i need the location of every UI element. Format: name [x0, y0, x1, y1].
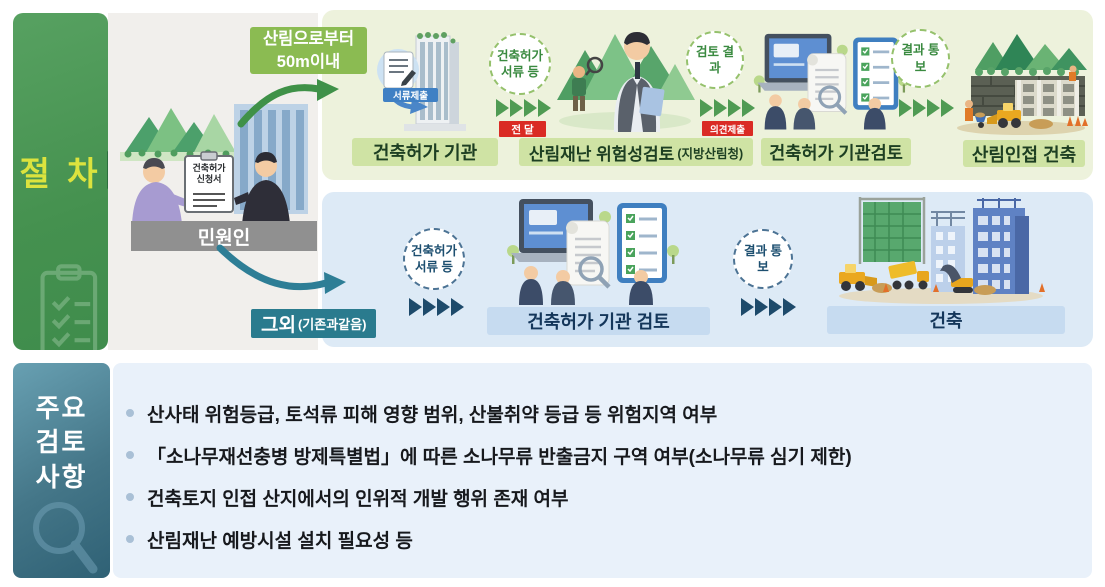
connector-circle-review-result: 검토 결과 — [686, 31, 744, 89]
other-branch-badge: 그외 (기존과같음) — [251, 309, 377, 338]
review-item: 산림재난 예방시설 설치 필요성 등 — [126, 526, 413, 552]
step-label-forest-adjacent-build: 산림인접 건축 — [963, 140, 1085, 167]
connector-circle-result-notice-bottom: 결과 통보 — [733, 229, 793, 289]
review-item: 「소나무재선충병 방제특별법」에 따른 소나무류 반출금지 구역 여부(소나무류… — [126, 442, 852, 468]
step-label-agency-review-top: 건축허가 기관검토 — [761, 138, 911, 166]
review-item-text: 산사태 위험등급, 토석류 피해 영향 범위, 산불취약 등급 등 위험지역 여… — [147, 404, 718, 426]
review-side-line3: 사항 — [35, 461, 88, 492]
applicant-label: 민원인 — [131, 221, 317, 251]
clipboard-checklist-icon — [40, 264, 98, 350]
other-branch-main: 그외 — [261, 315, 296, 336]
step-label-forest-risk-review: 산림재난 위험성검토 (지방산림청) — [519, 138, 753, 166]
review-item: 산사태 위험등급, 토석류 피해 영향 범위, 산불취약 등급 등 위험지역 여… — [126, 400, 717, 426]
forest-adjacent-build-illustration — [957, 34, 1088, 135]
review-item: 건축토지 인접 산지에서의 인위적 개발 행위 존재 여부 — [126, 484, 569, 510]
connector-circle-permit-docs-bottom: 건축허가 서류 등 — [403, 228, 465, 290]
bullet-dot — [126, 493, 134, 501]
branch-forest-arrow — [237, 79, 339, 128]
step-label-construction: 건축 — [827, 306, 1065, 334]
permit-agency-illustration — [377, 32, 466, 131]
construction-illustration — [839, 197, 1045, 304]
step-label-permit-agency: 건축허가 기관 — [352, 138, 498, 166]
application-doc-line1: 건축허가 — [192, 163, 226, 173]
agency-review-illustration-bottom — [507, 199, 679, 305]
review-item-text: 「소나무재선충병 방제특별법」에 따른 소나무류 반출금지 구역 여부(소나무류… — [147, 446, 852, 468]
review-side-panel: 주요 검토 사항 — [13, 363, 110, 578]
step-label-forest-risk-main: 산림재난 위험성검토 — [528, 144, 675, 164]
review-side-line2: 검토 — [35, 427, 88, 458]
procedure-side-label: 절 차 — [19, 155, 102, 192]
branch-other-arrow — [216, 244, 346, 294]
transfer-tag: 전 달 — [499, 121, 546, 137]
application-doc-line2: 신청서 — [196, 173, 222, 184]
review-item-text: 건축토지 인접 산지에서의 인위적 개발 행위 존재 여부 — [147, 488, 569, 510]
forest-inspector-illustration — [557, 32, 695, 132]
agency-review-illustration-top — [753, 33, 910, 130]
connector-circle-result-notice-top: 결과 통보 — [891, 29, 950, 88]
forest-branch-badge: 산림으로부터 50m이내 — [250, 27, 367, 74]
bullet-dot — [126, 535, 134, 543]
step-label-forest-risk-sub: (지방산림청) — [677, 146, 744, 161]
document-submit-ribbon: 서류제출 — [383, 88, 438, 102]
step-label-agency-review-bottom: 건축허가 기관 검토 — [487, 307, 710, 335]
bullet-dot — [126, 451, 134, 459]
flow-arrows-4 — [409, 298, 464, 316]
review-side-line1: 주요 — [35, 393, 88, 423]
opinion-submit-tag: 의견제출 — [702, 121, 753, 136]
applicant-illustration — [120, 104, 308, 224]
review-side-label: 주요 검토 사항 — [13, 391, 110, 494]
review-body-panel — [113, 363, 1092, 578]
flow-arrows-2 — [700, 99, 755, 117]
flow-arrows-5 — [741, 298, 796, 316]
procedure-side-panel: 절 차 — [13, 13, 108, 350]
flow-arrows-3 — [899, 99, 954, 117]
other-branch-sub: (기존과같음) — [297, 317, 367, 332]
review-item-text: 산림재난 예방시설 설치 필요성 등 — [147, 530, 413, 552]
application-doc-text: 건축허가 신청서 — [187, 163, 231, 185]
connector-circle-permit-docs: 건축허가 서류 등 — [489, 33, 551, 95]
flow-arrows-1 — [496, 99, 551, 117]
bullet-dot — [126, 409, 134, 417]
magnifier-icon — [33, 502, 98, 574]
